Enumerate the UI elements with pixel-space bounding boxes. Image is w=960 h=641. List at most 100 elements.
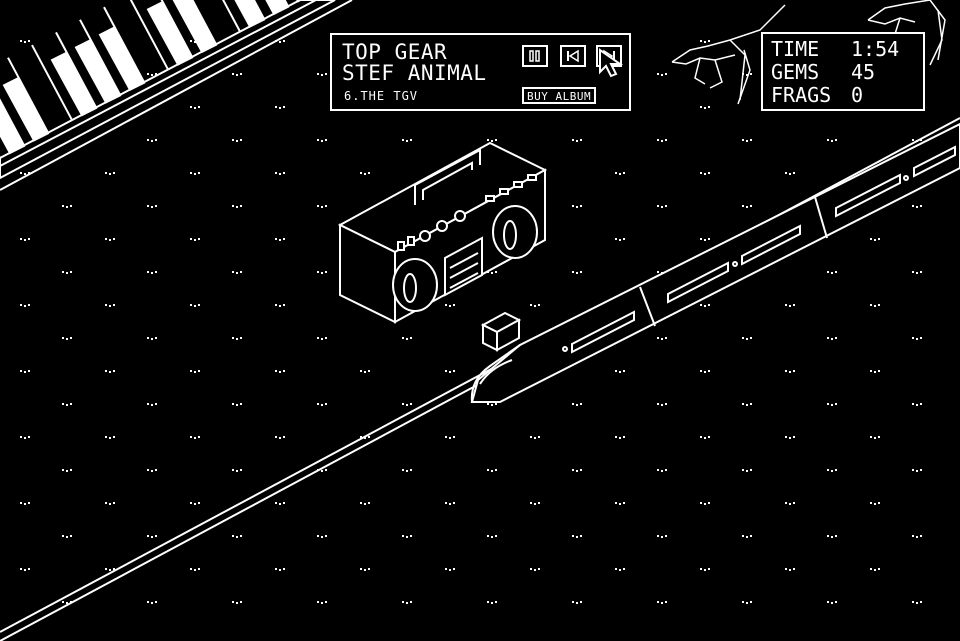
speckle: [742, 205, 744, 207]
speckle: [194, 239, 196, 241]
speckle: [750, 337, 752, 339]
speckle: [410, 337, 412, 339]
speckle: [785, 304, 787, 306]
speckle: [70, 469, 72, 471]
speckle: [66, 536, 68, 538]
speckle: [827, 403, 829, 405]
speckle: [538, 568, 540, 570]
speckle: [453, 568, 455, 570]
speckle: [236, 338, 238, 340]
speckle: [190, 370, 192, 372]
speckle: [275, 568, 277, 570]
speckle: [113, 238, 115, 240]
speckle: [194, 305, 196, 307]
speckle: [20, 436, 22, 438]
speckle: [232, 535, 234, 537]
speckle: [66, 404, 68, 406]
speckle: [113, 370, 115, 372]
speckle: [878, 370, 880, 372]
piano-key-edge: [103, 6, 145, 83]
speckle: [835, 403, 837, 405]
piano-key-edge: [55, 31, 97, 108]
speckle: [113, 502, 115, 504]
speckle: [317, 271, 319, 273]
speckle: [831, 272, 833, 274]
speckle: [20, 172, 22, 174]
speckle: [62, 337, 64, 339]
speckle: [453, 436, 455, 438]
speckle: [746, 470, 748, 472]
speckle: [576, 206, 578, 208]
speckle: [534, 503, 536, 505]
speckle: [24, 371, 26, 373]
speckle: [105, 502, 107, 504]
speckle: [240, 601, 242, 603]
speckle: [874, 239, 876, 241]
speckle: [746, 338, 748, 340]
buy-album-button[interactable]: BUY ALBUM: [522, 87, 597, 104]
speckle: [70, 205, 72, 207]
speckle: [283, 502, 285, 504]
speckle: [785, 436, 787, 438]
speckle: [793, 436, 795, 438]
speckle: [236, 74, 238, 76]
speckle: [704, 41, 706, 43]
speckle: [831, 470, 833, 472]
speckle: [623, 172, 625, 174]
speckle: [874, 371, 876, 373]
speckle: [236, 536, 238, 538]
speckle: [657, 469, 659, 471]
speckle: [190, 436, 192, 438]
speckle: [708, 106, 710, 108]
speckle: [704, 371, 706, 373]
speckle: [198, 172, 200, 174]
speckle: [580, 205, 582, 207]
speckle: [62, 271, 64, 273]
pause-button[interactable]: [522, 45, 548, 67]
speckle: [920, 535, 922, 537]
speckle: [194, 371, 196, 373]
speckle: [283, 436, 285, 438]
speckle: [619, 239, 621, 241]
piano-key-edge: [252, 0, 265, 20]
speckle: [105, 304, 107, 306]
speckle: [708, 568, 710, 570]
speckle: [275, 370, 277, 372]
speckle: [232, 205, 234, 207]
pause-icon: [529, 50, 540, 62]
speckle: [870, 238, 872, 240]
speckle: [28, 40, 30, 42]
speckle: [920, 271, 922, 273]
speckle: [874, 569, 876, 571]
previous-track-button[interactable]: [560, 45, 586, 67]
speckle: [28, 502, 30, 504]
speckle: [368, 502, 370, 504]
piano-key-edge: [191, 0, 217, 45]
speckle: [661, 536, 663, 538]
speckle: [151, 74, 153, 76]
speckle: [665, 403, 667, 405]
previous-track-icon: [567, 49, 579, 63]
speckle: [491, 140, 493, 142]
speckle: [789, 569, 791, 571]
speckle: [236, 206, 238, 208]
speckle: [742, 601, 744, 603]
speckle: [615, 370, 617, 372]
speckle: [445, 436, 447, 438]
speckle: [410, 469, 412, 471]
speckle: [708, 370, 710, 372]
speckle: [70, 535, 72, 537]
speckle: [870, 370, 872, 372]
speckle: [700, 238, 702, 240]
speckle: [495, 469, 497, 471]
speckle: [240, 403, 242, 405]
speckle: [700, 172, 702, 174]
speckle: [232, 403, 234, 405]
speckle: [916, 404, 918, 406]
speckle: [657, 403, 659, 405]
speckle: [572, 469, 574, 471]
speckle: [364, 437, 366, 439]
speckle: [916, 338, 918, 340]
speckle: [708, 238, 710, 240]
